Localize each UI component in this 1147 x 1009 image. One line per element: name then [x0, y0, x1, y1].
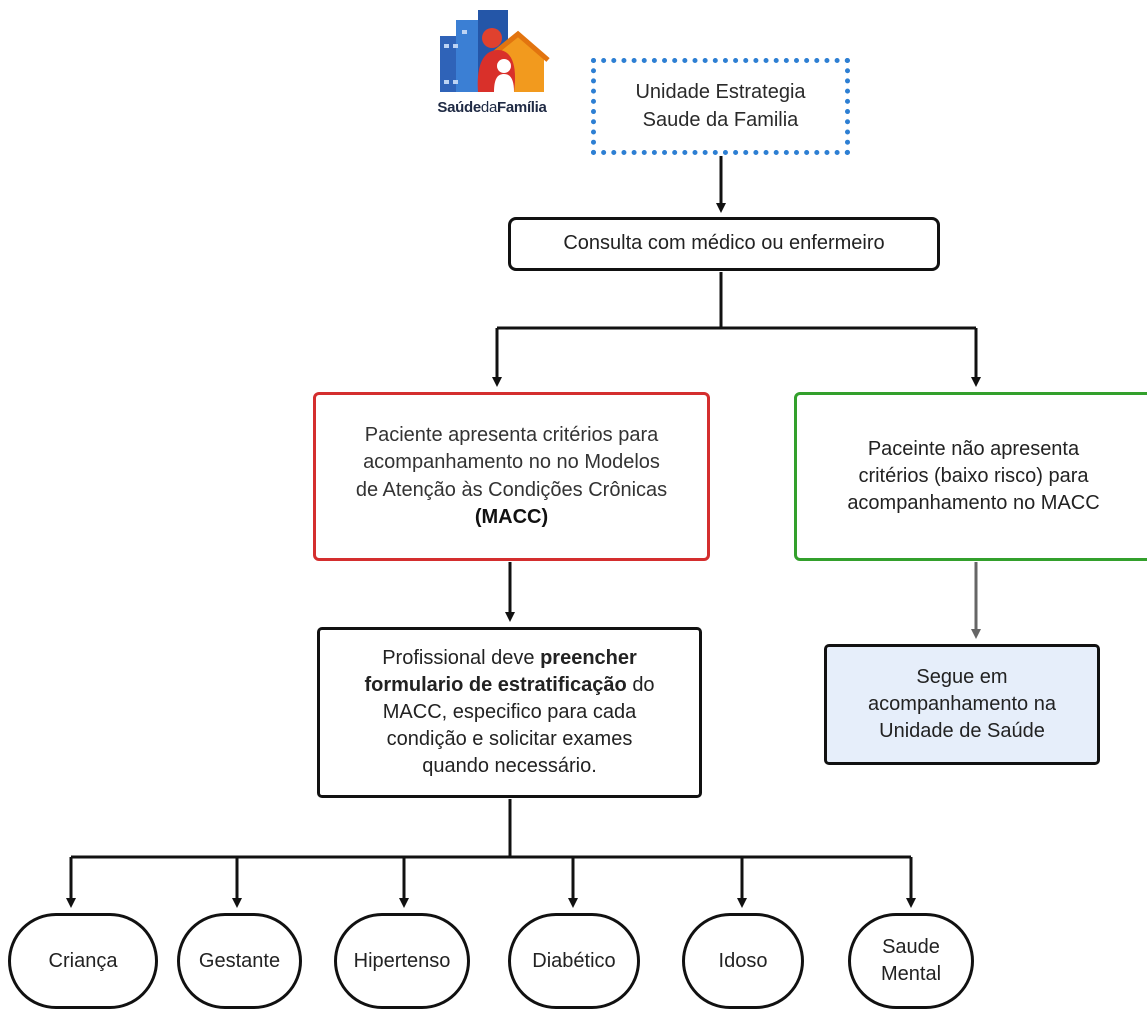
- node-text-line: Consulta com médico ou enfermeiro: [563, 232, 885, 255]
- node-text-line: de Atenção às Condições Crônicas: [355, 478, 668, 501]
- leaf-label: Criança: [48, 949, 118, 972]
- leaf-label-line: Saude: [882, 935, 940, 958]
- leaf-label: Diabético: [532, 949, 616, 972]
- leaf-saude-mental: Saude Mental: [848, 913, 974, 1009]
- node-text-plain: Profissional deve: [382, 646, 535, 669]
- leaf-label-line: Mental: [880, 963, 942, 985]
- logo-wordmark: SaúdedaFamília: [418, 99, 566, 116]
- node-text-line: quando necessário.: [422, 755, 597, 778]
- node-text-line: Paceinte não apresenta: [867, 437, 1080, 460]
- saude-da-familia-logo: SaúdedaFamília: [418, 6, 566, 124]
- leaf-label: Gestante: [198, 949, 281, 972]
- node-text-line: critérios (baixo risco) para: [858, 464, 1089, 487]
- node-consulta: Consulta com médico ou enfermeiro: [508, 217, 940, 271]
- node-text-line: Unidade Estrategia: [635, 81, 806, 104]
- family-house-icon: [440, 10, 550, 92]
- leaf-hipertenso: Hipertenso: [334, 913, 470, 1009]
- node-text-line: Unidade de Saúde: [879, 720, 1045, 743]
- node-text-line: MACC, especifico para cada: [382, 700, 637, 723]
- leaf-diabetico: Diabético: [508, 913, 640, 1009]
- leaf-gestante: Gestante: [177, 913, 302, 1009]
- node-formulario-estratificacao: Profissional deve preencher formulario d…: [317, 627, 702, 798]
- node-segue-acompanhamento: Segue em acompanhamento na Unidade de Sa…: [824, 644, 1100, 765]
- node-text-line: Paciente apresenta critérios para: [364, 424, 659, 447]
- node-baixo-risco: Paceinte não apresenta critérios (baixo …: [794, 392, 1147, 561]
- leaf-label: Hipertenso: [353, 949, 451, 972]
- node-text-line: condição e solicitar exames: [386, 728, 633, 751]
- node-text-plain: do: [632, 673, 655, 696]
- logo-word-da: da: [480, 99, 497, 116]
- node-text-line: acompanhamento no no Modelos: [363, 451, 660, 474]
- node-text-bold: (MACC): [474, 505, 549, 528]
- node-text-line: acompanhamento na: [868, 692, 1056, 715]
- node-unidade-estrategia: Unidade Estrategia Saude da Familia: [591, 58, 850, 155]
- logo-word-saude: Saúde: [437, 99, 481, 116]
- node-text-line: acompanhamento no MACC: [847, 492, 1100, 515]
- leaf-idoso: Idoso: [682, 913, 804, 1009]
- leaf-crianca: Criança: [8, 913, 158, 1009]
- node-text-line: formulario de estratificação do: [364, 672, 654, 699]
- leaf-label: Idoso: [718, 949, 768, 972]
- node-text-bold: preencher: [540, 646, 637, 669]
- node-text-line: Segue em: [916, 665, 1008, 688]
- node-criterios-macc: Paciente apresenta critérios para acompa…: [313, 392, 710, 561]
- node-text-line: Profissional deve preencher: [364, 645, 654, 672]
- node-text-bold: formulario de estratificação: [364, 673, 627, 696]
- node-text-line: Saude da Familia: [642, 108, 799, 131]
- logo-word-familia: Família: [497, 99, 547, 116]
